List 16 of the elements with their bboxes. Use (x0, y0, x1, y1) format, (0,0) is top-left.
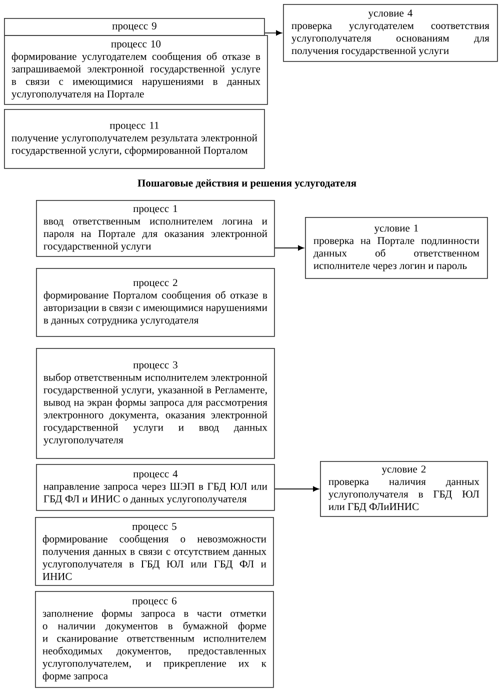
condition-box: условие 4 проверка услугодателем соответствия услугополучателя основаниям для получения государственной услуги (283, 4, 498, 62)
arrow (274, 245, 304, 251)
process-box: процесс 10 формирование услугодателем сообщения об отказе в запрашиваемой электронной государственной услуге в связи с имеющимися нарушениями в данных услугополучателя на Портале (4, 35, 268, 105)
section-heading: Пошаговые действия и решения услугодателя (138, 179, 356, 189)
process-box: процесс 6 заполнение формы запроса в части отметки о наличии документов в бумажной форме и сканирование ответственным исполнителем необходимых документов, предоставленных услугополучателем, и прикрепление их к форме запроса (35, 591, 274, 688)
process-box: процесс 1 ввод ответственным исполнителем логина и пароля на Портале для оказания электронной государственной услуги (36, 200, 275, 257)
process-box: процесс 5 формирование сообщения о невозможности получения данных в связи с отсутствием данных услугополучателя в ГБД ЮЛ или ГБД ФЛ и ИНИС (35, 517, 274, 586)
process-box: процесс 3 выбор ответственным исполнителем электронной государственной услуги, указанной в Регламенте, вывод на экран формы запроса для рассмотрения электронного документа, оказания электронной государственной услуги и ввод данных услугополучателя (36, 348, 275, 459)
condition-box: условие 2 проверка наличия данных услугополучателя в ГБД ЮЛ или ГБД ФЛиИНИС (320, 461, 488, 517)
process-box: процесс 2 формирование Порталом сообщения об отказе в авторизации в связи с имеющимися нарушениями в данных сотрудника услугодателя (36, 268, 275, 337)
arrow (274, 486, 319, 492)
arrow (264, 30, 282, 36)
process-box: процесс 11 получение услугополучателем результата электронной государственной услуги, сформированной Порталом (4, 109, 265, 169)
process-box: процесс 4 направление запроса через ШЭП в ГБД ЮЛ или ГБД ФЛ и ИНИС о данных услугополучателя (36, 464, 275, 511)
process-box: процесс 9 (4, 18, 265, 36)
condition-box: условие 1 проверка на Портале подлинности данных об ответственном исполнителе через логин и пароль (305, 217, 488, 279)
